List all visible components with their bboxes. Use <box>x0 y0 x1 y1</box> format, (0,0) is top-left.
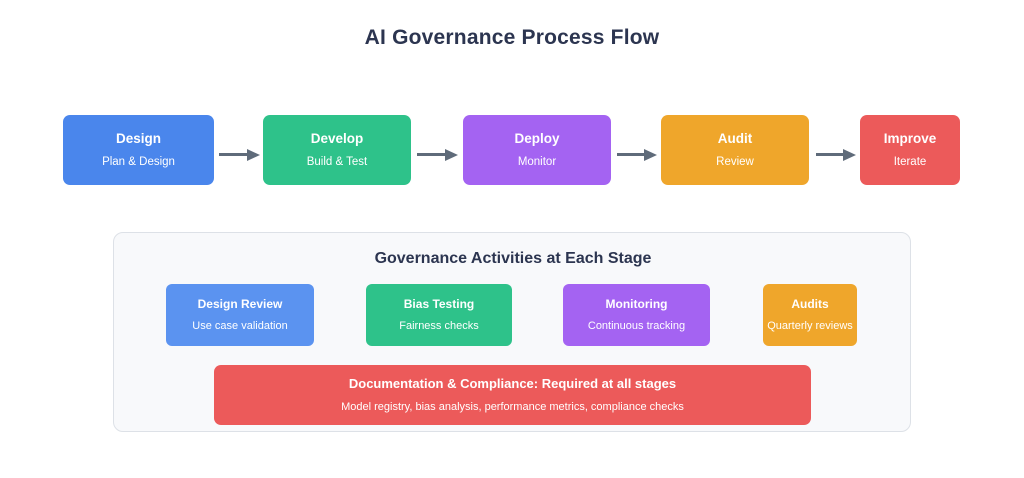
stage-title: Design <box>115 130 161 146</box>
stage-subtitle: Review <box>716 155 754 168</box>
compliance-banner-title: Documentation & Compliance: Required at … <box>348 375 677 391</box>
stage-title: Improve <box>883 130 937 146</box>
stage-subtitle: Monitor <box>517 155 557 168</box>
activity-title: Monitoring <box>605 297 668 312</box>
stage-subtitle: Iterate <box>893 155 927 168</box>
arrow-shaft <box>417 153 445 156</box>
page-title: AI Governance Process Flow <box>364 26 660 49</box>
arrow-develop-to-deploy-icon <box>417 149 458 161</box>
arrow-shaft <box>617 153 644 156</box>
activity-title: Bias Testing <box>403 297 475 312</box>
activity-subtitle: Use case validation <box>192 319 288 332</box>
stage-subtitle: Plan & Design <box>102 155 175 168</box>
arrow-shaft <box>219 153 247 156</box>
arrow-head <box>445 149 458 161</box>
stage-title: Develop <box>310 130 364 146</box>
arrow-head <box>247 149 260 161</box>
activity-subtitle: Fairness checks <box>399 319 479 332</box>
arrow-head <box>843 149 856 161</box>
activity-subtitle: Quarterly reviews <box>767 319 853 332</box>
arrow-shaft <box>816 153 843 156</box>
arrow-design-to-develop-icon <box>219 149 260 161</box>
compliance-banner-subtitle: Model registry, bias analysis, performan… <box>341 401 684 414</box>
stage-title: Audit <box>717 130 753 146</box>
stage-subtitle: Build & Test <box>306 155 368 168</box>
arrow-head <box>644 149 657 161</box>
panel-title: Governance Activities at Each Stage <box>374 250 652 267</box>
arrow-audit-to-improve-icon <box>816 149 856 161</box>
activity-subtitle: Continuous tracking <box>587 319 686 332</box>
governance-activities-panel: Governance Activities at Each Stage Docu… <box>113 232 911 432</box>
activity-title: Design Review <box>197 297 283 312</box>
activity-title: Audits <box>791 297 829 312</box>
arrow-deploy-to-audit-icon <box>617 149 657 161</box>
stage-title: Deploy <box>514 130 560 146</box>
documentation-compliance-banner: Documentation & Compliance: Required at … <box>214 365 811 425</box>
